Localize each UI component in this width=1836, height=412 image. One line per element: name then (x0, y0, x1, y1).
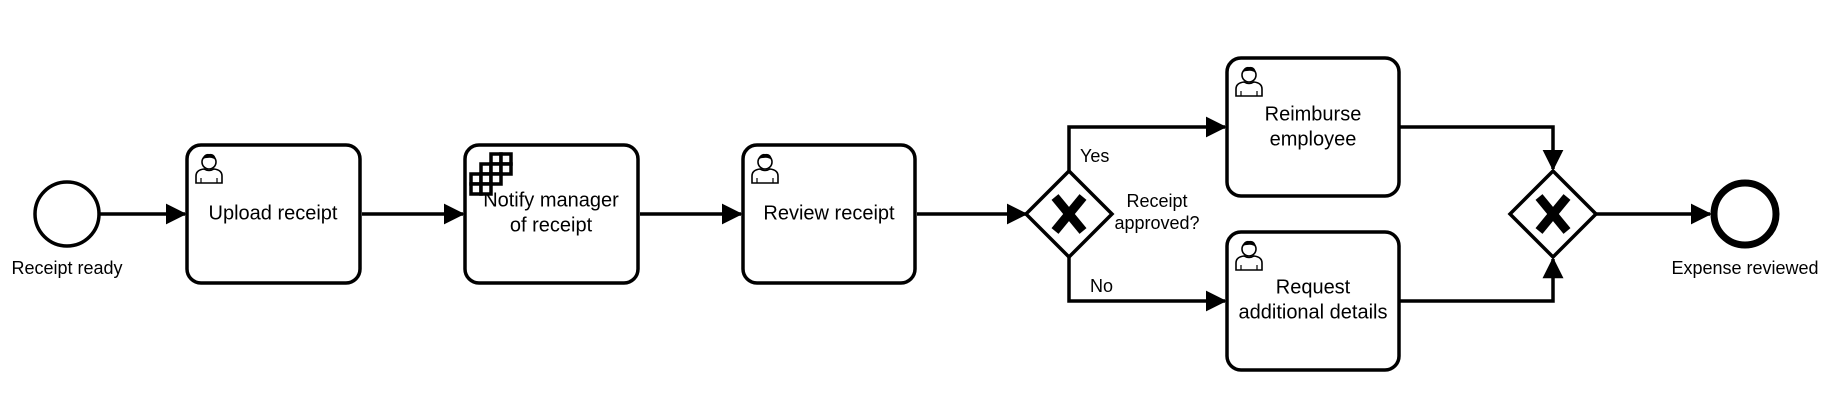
task-label-line-1: Notify manager (483, 189, 619, 211)
task-label-line-1: Reimburse (1265, 103, 1362, 125)
task-label-line-2: employee (1270, 128, 1357, 150)
task-notify-manager[interactable]: Notify manager of receipt (463, 143, 640, 285)
start-event-label: Receipt ready (11, 258, 122, 278)
x-icon (1051, 194, 1087, 234)
end-event-label: Expense reviewed (1671, 258, 1818, 278)
x-icon (1535, 194, 1571, 234)
flow-label-yes: Yes (1080, 146, 1109, 166)
flow-reimburse-to-join[interactable] (1400, 125, 1564, 171)
gateway-label-line-2: approved? (1114, 213, 1199, 233)
sequence-flows (100, 116, 1712, 312)
exclusive-gateway-split[interactable]: Receipt approved? (1023, 168, 1200, 260)
flow-request-to-join[interactable] (1400, 257, 1564, 303)
exclusive-gateway-join[interactable] (1507, 168, 1599, 260)
start-event-circle[interactable] (33, 180, 101, 248)
task-request-details[interactable]: Request additional details (1225, 230, 1401, 372)
task-label: Upload receipt (209, 202, 338, 224)
flow-gateway-no[interactable] (1067, 257, 1227, 312)
flow-label-no: No (1090, 276, 1113, 296)
task-label: Review receipt (763, 202, 895, 224)
task-reimburse-employee[interactable]: Reimburse employee (1225, 56, 1401, 198)
flow-gateway-yes[interactable] (1067, 116, 1227, 171)
service-icon (469, 152, 513, 196)
gateway-label-line-1: Receipt (1126, 191, 1187, 211)
end-event[interactable]: Expense reviewed (1671, 179, 1819, 278)
task-label-line-2: additional details (1239, 301, 1388, 323)
end-event-circle[interactable] (1710, 179, 1780, 249)
task-label-line-1: Request (1276, 276, 1351, 298)
task-upload-receipt[interactable]: Upload receipt (185, 143, 362, 285)
task-label-line-2: of receipt (510, 214, 593, 236)
task-review-receipt[interactable]: Review receipt (741, 143, 917, 285)
start-event[interactable]: Receipt ready (11, 180, 123, 278)
